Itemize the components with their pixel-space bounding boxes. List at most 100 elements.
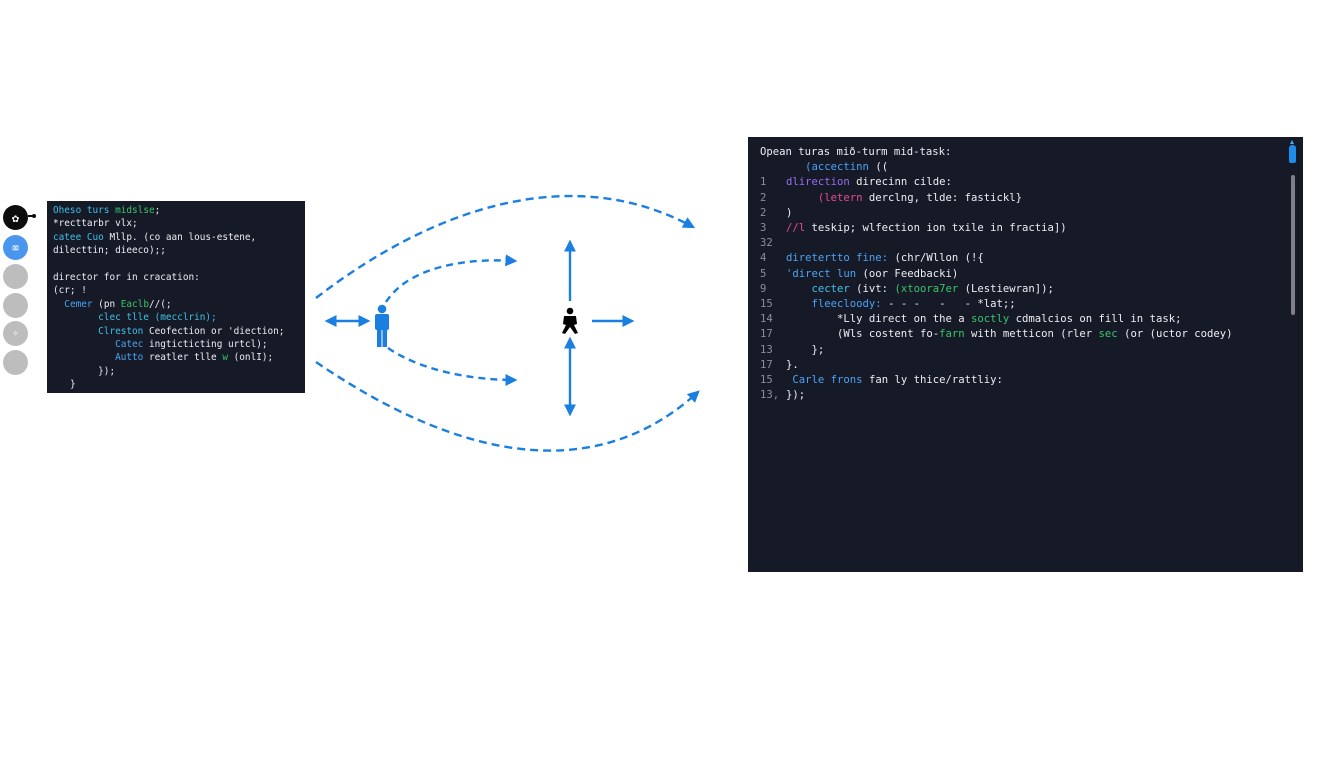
code-line: }); bbox=[53, 365, 299, 378]
scroll-up-button[interactable] bbox=[1289, 140, 1296, 163]
lower-outer-dashed-arrow bbox=[315, 361, 700, 452]
placeholder-icon-2[interactable] bbox=[3, 293, 28, 318]
code-line: director for in cracation: bbox=[53, 271, 299, 284]
code-token: Carle frons bbox=[792, 374, 869, 387]
app-logo-icon[interactable]: ✿ bbox=[3, 205, 36, 230]
code-token: *Lly direct on the a bbox=[837, 313, 971, 326]
code-token: ingticticting urtcl); bbox=[148, 339, 268, 351]
code-line: clec tlle (mecclrin); bbox=[53, 311, 299, 324]
code-token: dilecttin; dieeco);; bbox=[53, 245, 166, 257]
code-line bbox=[53, 258, 299, 271]
pin-indicator bbox=[28, 214, 36, 218]
person-blue-icon bbox=[375, 304, 389, 347]
code-line: } bbox=[53, 378, 299, 391]
code-token: (ivt: bbox=[856, 282, 895, 295]
code-token: (( bbox=[875, 161, 889, 174]
code-lines: Opean turas mið-turm mid-task: (accectin… bbox=[760, 145, 1291, 403]
line-number: 14 bbox=[760, 313, 773, 326]
code-token: Cemer bbox=[64, 298, 99, 310]
line-number: 17 bbox=[760, 358, 773, 371]
code-token: ) bbox=[786, 206, 793, 219]
line-number: 9 bbox=[760, 282, 767, 295]
code-token: Ceofection or 'diection; bbox=[148, 325, 285, 337]
line-number: 15 bbox=[760, 374, 773, 387]
lower-inner-dashed-arrow bbox=[387, 347, 518, 386]
code-token: (or (uctor codey) bbox=[1117, 328, 1233, 341]
code-token: derclng, tlde: fastickl} bbox=[868, 191, 1022, 204]
code-line: *recttarbr vlx; bbox=[53, 217, 299, 230]
code-token: Clreston bbox=[98, 325, 149, 337]
code-token: //(; bbox=[148, 298, 172, 310]
code-token: (pn bbox=[98, 298, 121, 310]
code-line: Clreston Ceofection or 'diection; bbox=[53, 325, 299, 338]
code-token: w bbox=[222, 352, 228, 364]
code-token: (Wls costent fo- bbox=[837, 328, 940, 341]
code-token: Catec bbox=[115, 339, 149, 351]
code-token: teskip; wlfection ion txile in fractia]) bbox=[811, 222, 1067, 235]
code-token: (letern bbox=[817, 191, 869, 204]
code-line: dilecttin; dieeco);; bbox=[53, 244, 299, 257]
small-tool-icon[interactable]: ✧ bbox=[3, 321, 28, 346]
flow-diagram bbox=[315, 194, 700, 452]
code-line: Oheso turs midslse; bbox=[53, 204, 299, 217]
code-line: 2 (letern derclng, tlde: fastickl} bbox=[760, 191, 1291, 206]
window-icon[interactable]: ⌧ bbox=[3, 235, 28, 260]
code-token: (mecclrin); bbox=[154, 312, 217, 324]
code-token: (Lestiewran]); bbox=[958, 282, 1054, 295]
code-token: (chr/Wllon (!{ bbox=[894, 252, 984, 265]
code-token: Mllp. (co aan lous-estene, bbox=[109, 231, 257, 243]
code-line: 17}. bbox=[760, 358, 1291, 373]
code-token: (xtoora7er bbox=[894, 282, 959, 295]
vertical-scrollbar[interactable] bbox=[1289, 140, 1297, 335]
code-line: 2) bbox=[760, 206, 1291, 221]
code-token: cecter bbox=[811, 282, 857, 295]
line-number: 4 bbox=[760, 252, 767, 265]
line-number: 13 bbox=[760, 343, 773, 356]
code-line: Opean turas mið-turm mid-task: bbox=[760, 145, 1291, 160]
code-token: Opean turas mið-turm mid-task: bbox=[760, 146, 952, 158]
code-line: 14 *Lly direct on the a soctly cdmalcios… bbox=[760, 312, 1291, 327]
code-line: 17 (Wls costent fo-farn with metticon (r… bbox=[760, 327, 1291, 342]
code-token: sec bbox=[1098, 328, 1118, 341]
code-token: soctly bbox=[970, 313, 1010, 326]
code-token: ; bbox=[154, 205, 161, 216]
code-token: }); bbox=[98, 365, 116, 377]
line-number: 3 bbox=[760, 222, 767, 235]
scroll-thumb[interactable] bbox=[1291, 175, 1295, 315]
code-token: }. bbox=[786, 358, 799, 371]
placeholder-icon-3[interactable] bbox=[3, 350, 28, 375]
placeholder-icon-1[interactable] bbox=[3, 264, 28, 289]
code-line: 15 Carle frons fan ly thice/rattliy: bbox=[760, 373, 1291, 388]
code-token: reatler tlle bbox=[148, 352, 223, 364]
code-token: (accectinn bbox=[805, 161, 876, 174]
line-number: 2 bbox=[760, 206, 767, 219]
code-token: dlirection bbox=[786, 176, 857, 189]
code-line: 15 fleecloody: - - - - - *lat;; bbox=[760, 297, 1291, 312]
line-number: 32 bbox=[760, 237, 773, 250]
code-line: 3//l teskip; wlfection ion txile in frac… bbox=[760, 221, 1291, 236]
code-token: direcinn cilde: bbox=[856, 176, 952, 189]
small-code-panel: Oheso turs midslse;*recttarbr vlx;catee … bbox=[47, 201, 305, 393]
code-token: with metticon (rler bbox=[964, 328, 1099, 341]
code-token: 'direct lun bbox=[786, 267, 863, 280]
code-token: Oheso turs bbox=[53, 205, 116, 216]
code-line: catee Cuo Mllp. (co aan lous-estene, bbox=[53, 231, 299, 244]
code-token: catee Cuo bbox=[53, 231, 110, 243]
code-token: clec tlle bbox=[98, 312, 155, 324]
line-number: 2 bbox=[760, 191, 767, 204]
code-line: 13,}); bbox=[760, 388, 1291, 403]
code-line: 9 cecter (ivt: (xtoora7er (Lestiewran]); bbox=[760, 282, 1291, 297]
person-black-icon bbox=[562, 307, 578, 334]
code-token: midslse bbox=[115, 205, 155, 216]
code-token: cdmalcios on fill in task; bbox=[1009, 313, 1182, 326]
code-token: }); bbox=[786, 389, 806, 402]
code-line: 5'direct lun (oor Feedbacki) bbox=[760, 267, 1291, 282]
line-number: 15 bbox=[760, 298, 773, 311]
line-number: 13, bbox=[760, 389, 780, 402]
code-line: (accectinn (( bbox=[760, 160, 1291, 175]
code-token: }; bbox=[811, 343, 825, 356]
code-line: (cr; ! bbox=[53, 284, 299, 297]
